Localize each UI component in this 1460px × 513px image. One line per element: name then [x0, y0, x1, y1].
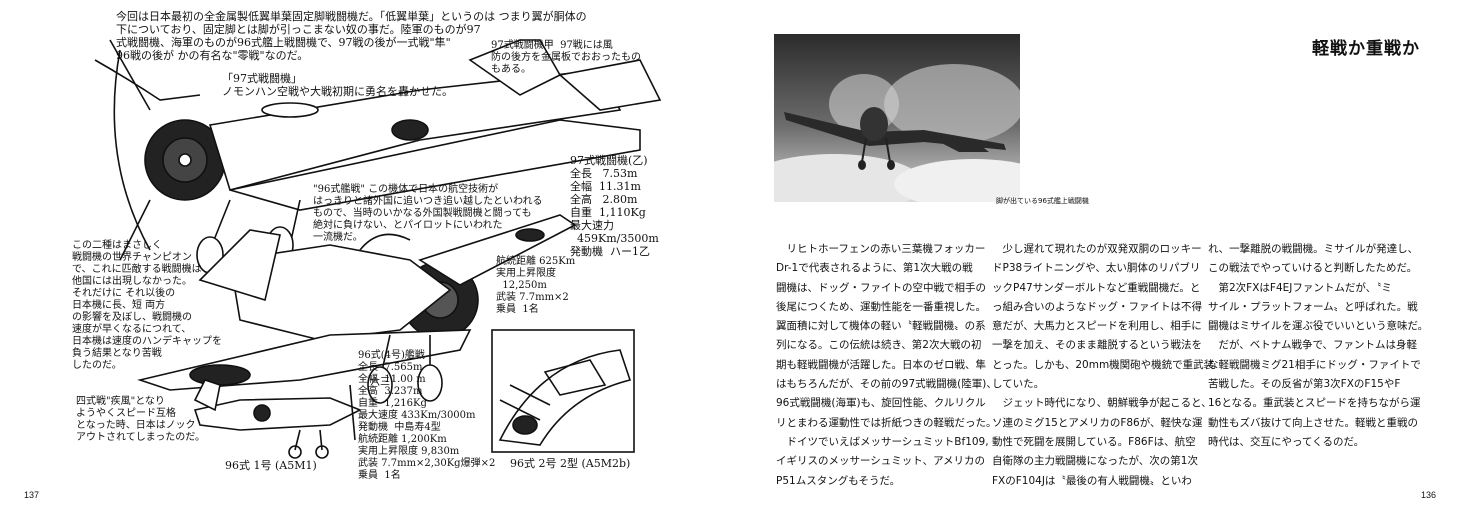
photo-image — [774, 34, 1020, 202]
a5m4-drawing: 六三 — [137, 214, 577, 404]
champions-note: この二種はまさしく 戦闘機の世界チャンピオン で、これに匹敵する戦闘機は 他国に… — [72, 240, 222, 371]
article-column-3: れ、一撃離脱の戦闘機。ミサイルが発達し、 この戦法でやっていけると判断したためだ… — [1208, 243, 1429, 448]
a5m-specs: 96式(4号)艦戦 全長 7.565m 全幅 11.00 m 全高 3.237m… — [358, 350, 496, 481]
photo-caption: 脚が出ている96式艦上戦闘機 — [996, 197, 1089, 205]
ki27-specs-2: 航続距離 625Km 実用上昇限度 12,250m 武装 7.7mm×2 乗員 … — [496, 256, 576, 315]
ki27-drawing — [94, 39, 662, 274]
ki27-variant-note: 97式戦闘機甲 97戦には風 防の後方を金属板でおおったものもある。 — [491, 40, 641, 75]
svg-text:六三: 六三 — [370, 376, 390, 388]
right-page: 軽戦か重戦か 脚が出ている96式艦上戦闘機 リヒトホーフェンの赤い三葉 — [730, 0, 1460, 513]
left-page: 六三 今回は日本最初の全金属製低翼単葉固定脚戦闘機だ。「低翼単葉」というのは つ… — [24, 10, 662, 500]
page-number-left: 137 — [24, 490, 40, 500]
reppu-note: 四式戦"疾風"となり ようやくスピード互格 となった時、日本はノック アウトされ… — [76, 396, 205, 443]
a5m1-drawing — [193, 379, 362, 459]
article-title: 軽戦か重戦か — [1312, 39, 1420, 59]
ki27-note: 「97式戦闘機」 ノモンハン空戦や大戦初期に勇名を轟かせた。 — [222, 72, 453, 98]
article-column-1: リヒトホーフェンの赤い三葉機フォッカー Dr-1で代表されるように、第1次大戦の… — [776, 243, 997, 487]
aircraft-illustration: 六三 — [94, 39, 662, 459]
a5m2b-label: 96式 2号 2型 (A5M2b) — [510, 457, 631, 470]
a5m-note: "96式艦戦" この機体で日本の航空技術が はっきりと諸外国に追いつき追い越した… — [313, 184, 543, 243]
a5m1-label: 96式 1号 (A5M1) — [225, 459, 317, 472]
page-number-right: 136 — [1420, 490, 1436, 500]
aircraft-photo — [774, 34, 1020, 202]
a5m2b-detail-drawing — [491, 329, 635, 453]
intro-note: 今回は日本最初の全金属製低翼単葉固定脚戦闘機だ。「低翼単葉」というのは つまり翼… — [116, 10, 587, 62]
ki27-specs: 97式戦闘機(乙) 全長 7.53m 全幅 11.31m 全高 2.80m 自重… — [570, 154, 659, 258]
article-column-2: 少し遅れて現れたのが双発双胴のロッキー ドP38ライトニングや、太い胴体のリパブ… — [992, 243, 1215, 487]
